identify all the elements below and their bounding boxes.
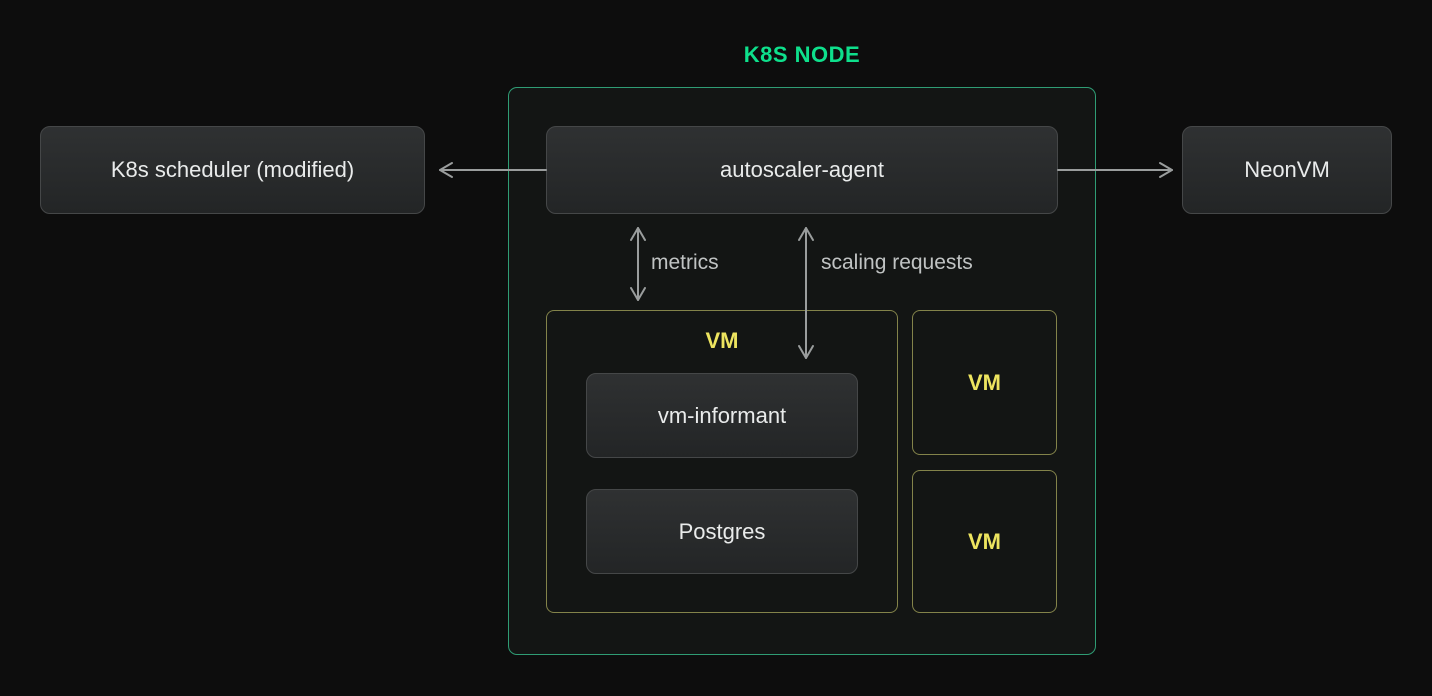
vm-container-main-label: VM: [705, 328, 739, 353]
node-autoscaler-agent: autoscaler-agent: [546, 126, 1058, 214]
node-vm-informant: vm-informant: [586, 373, 858, 458]
node-k8s-scheduler-label: K8s scheduler (modified): [110, 157, 355, 182]
edge-label-metrics: metrics: [651, 251, 719, 274]
node-autoscaler-agent-label: autoscaler-agent: [720, 157, 884, 182]
vm-box-top-right: VM: [912, 310, 1057, 455]
edge-label-scaling-requests: scaling requests: [821, 251, 973, 274]
vm-box-top-right-label: VM: [968, 369, 1001, 395]
node-postgres-label: Postgres: [678, 518, 766, 544]
vm-box-bottom-right-label: VM: [968, 528, 1001, 554]
vm-box-bottom-right: VM: [912, 470, 1057, 613]
node-neonvm-label: NeonVM: [1244, 157, 1330, 182]
node-k8s-scheduler: K8s scheduler (modified): [40, 126, 425, 214]
node-vm-informant-label: vm-informant: [657, 402, 787, 428]
vm-container-main: VM: [546, 310, 898, 613]
k8s-node-title: K8S NODE: [743, 42, 861, 67]
node-neonvm: NeonVM: [1182, 126, 1392, 214]
node-postgres: Postgres: [586, 489, 858, 574]
